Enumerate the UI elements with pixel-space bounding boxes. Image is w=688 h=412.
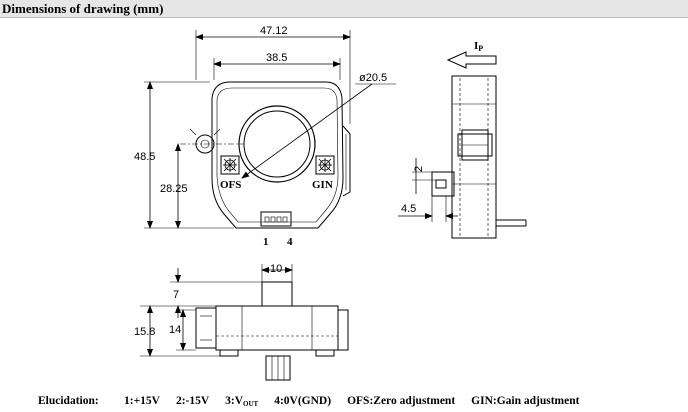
dim-aperture-leader — [241, 83, 373, 179]
note-pin4: 4:0V(GND) — [274, 395, 332, 407]
label-gin: GIN — [312, 179, 333, 191]
pot-gin — [315, 155, 335, 175]
current-direction-arrow — [446, 51, 497, 69]
aperture — [238, 105, 316, 183]
pot-gin-icon — [318, 158, 332, 172]
elucidation-label: Elucidation: — [38, 395, 99, 407]
label-connector-width: 10 — [270, 263, 282, 275]
bottom-view — [140, 264, 349, 381]
label-pin-pitch: 2 — [413, 166, 425, 172]
bottom-body — [215, 305, 339, 351]
front-body-outline — [211, 81, 344, 229]
label-aperture: ø20.5 — [359, 72, 387, 84]
front-connector — [260, 211, 292, 227]
label-pin-last: 4 — [287, 236, 293, 248]
note-gin: GIN:Gain adjustment — [471, 395, 580, 407]
label-ofs: OFS — [220, 179, 241, 191]
label-height-total: 48.5 — [134, 151, 155, 163]
side-connector — [431, 171, 455, 197]
label-pin-length: 4.5 — [401, 203, 416, 215]
label-width-inner: 38.5 — [266, 52, 287, 64]
front-body-inner-edge — [216, 87, 339, 223]
label-width-outer: 47.12 — [260, 25, 288, 37]
label-current-symbol: IP — [474, 40, 483, 53]
right-clip — [342, 125, 351, 197]
note-ofs: OFS:Zero adjustment — [347, 395, 456, 407]
side-view — [398, 51, 527, 239]
note-pin1: 1:+15V — [124, 395, 160, 407]
label-pin-first: 1 — [263, 236, 269, 248]
label-thickness-total: 15.8 — [134, 326, 155, 338]
pot-ofs — [220, 155, 240, 175]
label-height-center: 28.25 — [160, 183, 188, 195]
note-pin3: 3:VOUT — [225, 395, 259, 408]
label-connector-depth: 7 — [173, 289, 179, 301]
note-pin2: 2:-15V — [175, 395, 210, 407]
side-body — [451, 75, 497, 239]
pot-ofs-icon — [223, 158, 237, 172]
elucidation-footer: Elucidation: 1:+15V 2:-15V 3:VOUT 4:0V(GND) O… — [38, 395, 595, 408]
bottom-left-clip — [195, 307, 217, 349]
title-bar: Dimensions of drawing (mm) — [0, 0, 688, 18]
page-title: Dimensions of drawing (mm) — [2, 1, 164, 16]
bottom-right-flange — [337, 309, 349, 351]
label-thickness-body: 14 — [169, 324, 181, 336]
front-view — [144, 30, 396, 229]
bottom-connector — [261, 281, 293, 307]
